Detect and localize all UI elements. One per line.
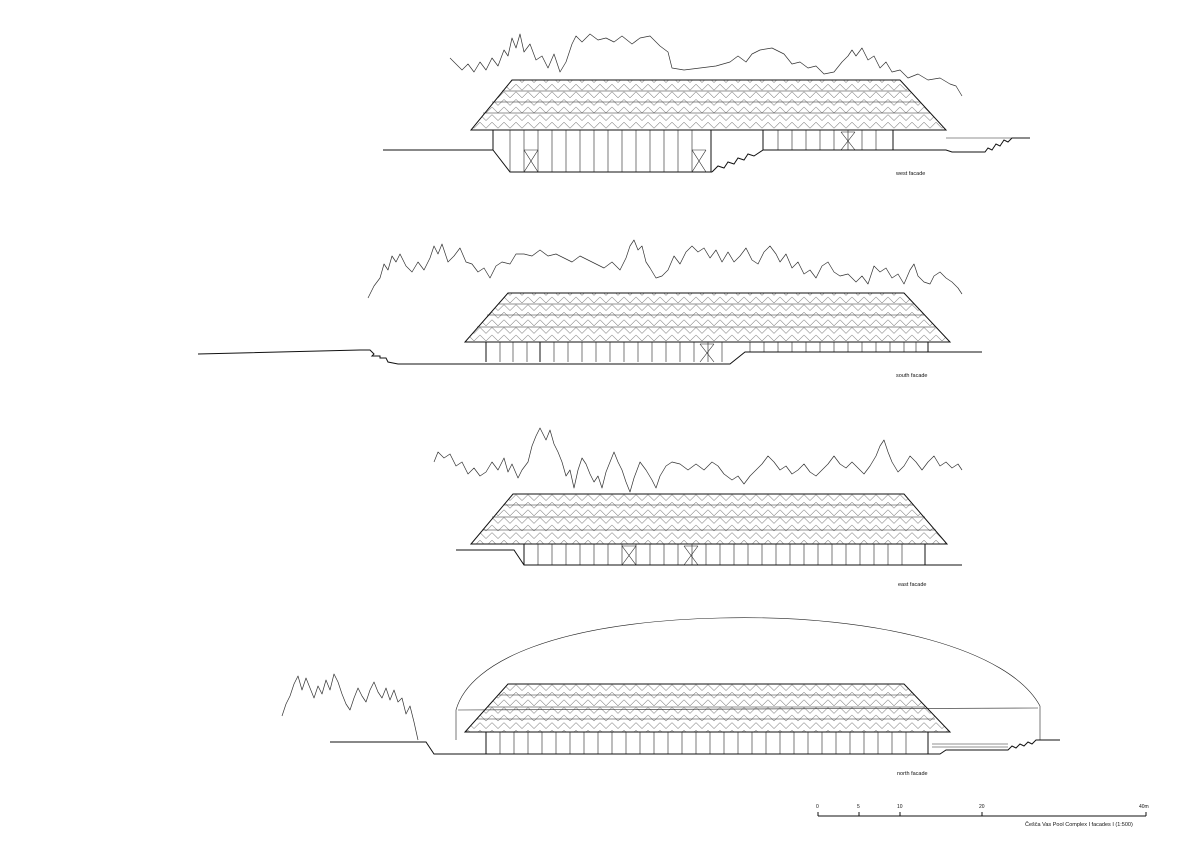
north-roof [463,683,952,733]
north-dome [455,617,1041,740]
east-wall [523,544,926,566]
west-roof [469,79,948,131]
scale-tick-0: 0 [816,804,819,810]
scale-tick-5: 5 [857,804,860,810]
north-tree-line [281,673,419,741]
scale-tick-40m: 40m [1139,804,1149,810]
north-facade: north facade [281,617,1060,777]
west-facade: west facade [383,33,1030,177]
north-ground [330,739,1060,755]
south-facade: south facade [197,239,982,379]
north-wall [485,732,929,754]
south-tree-line [367,239,963,299]
east-facade: east facade [433,427,963,588]
south-wall [485,342,929,363]
east-tree-line [433,427,963,493]
south-facade-label: south facade [896,373,928,379]
scale-tick-20: 20 [979,804,985,810]
drawing-title: Češča Vas Pool Complex I facades I (1:50… [1025,821,1133,828]
south-roof [463,292,952,343]
scale-tick-10: 10 [897,804,903,810]
west-wall [492,130,894,173]
east-roof [469,493,949,545]
north-facade-label: north facade [897,771,928,777]
scale-bar: 0 5 10 20 40m [816,804,1149,817]
west-ground [383,137,1030,173]
south-ground [197,349,982,365]
west-tree-line [449,33,963,97]
west-facade-label: west facade [895,171,925,177]
east-ground [456,549,962,566]
east-facade-label: east facade [898,582,926,588]
